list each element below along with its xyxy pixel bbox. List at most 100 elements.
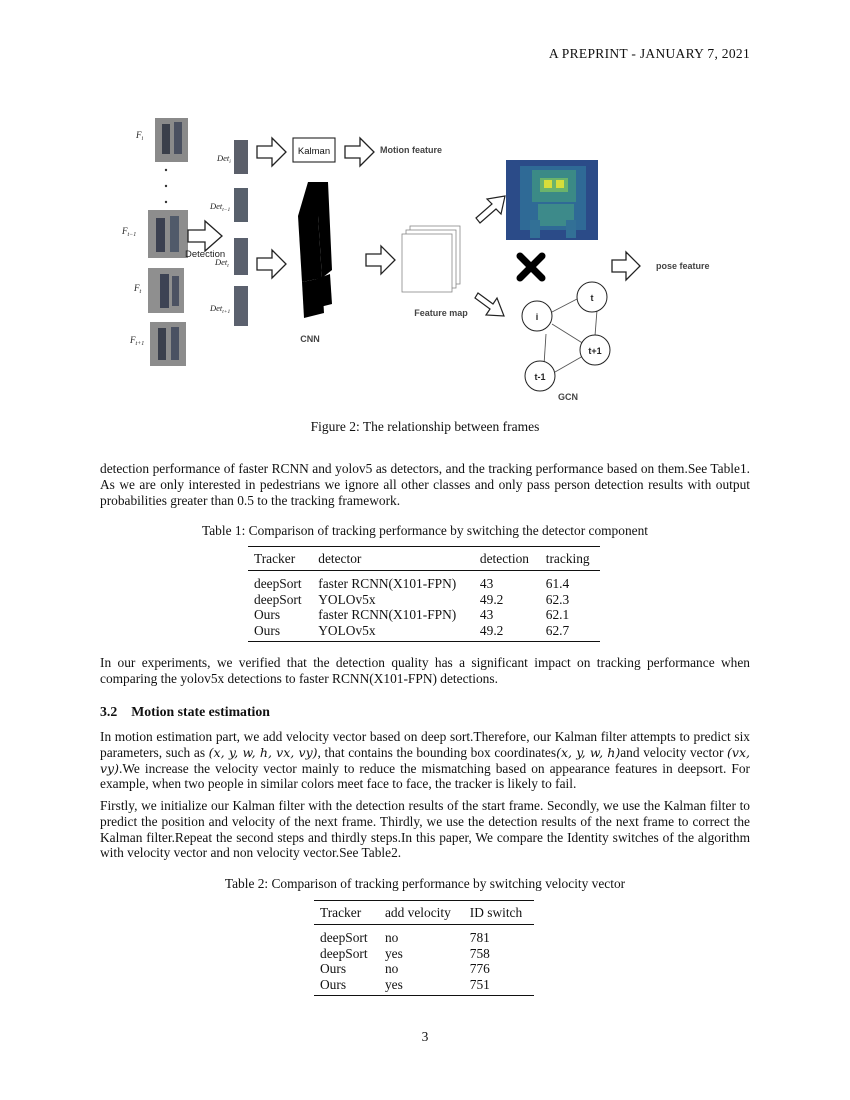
table-row: deepSort no 781 bbox=[314, 925, 534, 946]
text-run: .We increase the velocity vector mainly … bbox=[100, 760, 750, 792]
table-cell: faster RCNN(X101-FPN) bbox=[318, 607, 457, 622]
table-cell: no bbox=[384, 930, 399, 945]
paragraph-kalman-steps: Firstly, we initialize our Kalman filter… bbox=[100, 798, 750, 861]
text-run: and velocity vector bbox=[620, 744, 728, 760]
text-run: In motion estimation part, we add veloci… bbox=[100, 729, 750, 760]
kalman-label: Kalman bbox=[298, 146, 330, 157]
math-inline: (vx, vy) bbox=[100, 744, 751, 776]
feature-map-label: Feature map bbox=[414, 308, 468, 318]
detection-label: Detection bbox=[185, 249, 225, 260]
gcn-node-label: t-1 bbox=[535, 372, 546, 382]
table-cell: deepSort bbox=[254, 576, 302, 591]
detection-image bbox=[234, 140, 248, 174]
pose-feature-arrow bbox=[611, 250, 641, 282]
table-cell: deepSort bbox=[254, 591, 302, 607]
svg-text:Dett: Dett bbox=[214, 257, 229, 269]
table-cell: YOLOv5x bbox=[318, 591, 376, 607]
table-cell: 61.4 bbox=[545, 576, 570, 591]
kalman-input-arrow bbox=[256, 136, 287, 168]
table-cell: Ours bbox=[248, 622, 313, 642]
detection-image bbox=[234, 286, 248, 326]
detection-image bbox=[234, 188, 248, 222]
paragraph-detection-performance: detection performance of faster RCNN and… bbox=[100, 461, 750, 508]
table1-caption: Table 1: Comparison of tracking performa… bbox=[201, 523, 649, 538]
detection-crops bbox=[234, 140, 248, 326]
paragraph-motion-estimation: In motion estimation part, we add veloci… bbox=[100, 729, 750, 792]
paragraph-experiments: In our experiments, we verified that the… bbox=[100, 655, 750, 686]
table-cell: 43 bbox=[479, 576, 494, 591]
frame-subscript: i bbox=[142, 136, 144, 142]
frame-subscript: t+1 bbox=[136, 341, 145, 347]
table-row: Ours yes 751 bbox=[314, 976, 534, 996]
det-label: Det bbox=[209, 303, 223, 313]
gcn-graph bbox=[521, 281, 611, 392]
math-inline: (x, y, w, h) bbox=[556, 744, 621, 760]
table-header-cell: detector bbox=[312, 546, 474, 571]
gcn-arrow bbox=[474, 292, 505, 317]
table2: Tracker add velocity ID switch deepSort … bbox=[314, 900, 534, 996]
det-subscript: t bbox=[227, 263, 229, 269]
gcn-label: GCN bbox=[558, 392, 578, 402]
heatmap-arrow bbox=[475, 195, 506, 224]
feature-map-input-arrow bbox=[365, 244, 396, 276]
det-subscript: t+1 bbox=[222, 309, 230, 315]
figure-caption: Figure 2: The relationship between frame… bbox=[310, 419, 540, 434]
table-header-cell: add velocity bbox=[378, 900, 464, 925]
table-cell: 62.1 bbox=[545, 607, 570, 622]
table-cell: deepSort bbox=[320, 945, 368, 961]
cnn-block bbox=[298, 182, 332, 318]
detection-image bbox=[234, 238, 248, 275]
table-cell: YOLOv5x bbox=[312, 622, 474, 642]
svg-text:Ft: Ft bbox=[133, 283, 142, 295]
table1: Tracker detector detection tracking deep… bbox=[248, 546, 600, 642]
motion-arrow bbox=[344, 136, 375, 168]
svg-text:Ft+1: Ft+1 bbox=[129, 335, 144, 347]
motion-feature-label: Motion feature bbox=[380, 145, 442, 155]
kalman-box bbox=[292, 137, 336, 163]
table-row: deepSort yes 758 bbox=[314, 946, 534, 962]
table-cell: 758 bbox=[469, 945, 490, 961]
figure-frame-relationship: Fi Ft−1 Ft Ft+1 Detection Det i Det t−1 De… bbox=[100, 108, 750, 408]
svg-text:Fi: Fi bbox=[135, 130, 144, 142]
table-header-row: Tracker detector detection tracking bbox=[248, 546, 600, 571]
pose-heatmap bbox=[506, 160, 598, 240]
frame-image bbox=[150, 322, 186, 366]
math-inline: (x, y, w, h, vx, vy) bbox=[208, 744, 318, 760]
gcn-node-label: t+1 bbox=[588, 346, 601, 356]
figure-diagram: Fi Ft−1 Ft Ft+1 Detection Det i Det t−1 De… bbox=[121, 118, 710, 402]
det-label: Det bbox=[209, 201, 223, 211]
table-header-cell: Tracker bbox=[248, 546, 313, 571]
table2-caption: Table 2: Comparison of tracking performa… bbox=[224, 876, 626, 891]
gcn-node-label: t bbox=[591, 293, 594, 303]
running-header: A PREPRINT - JANUARY 7, 2021 bbox=[548, 46, 750, 61]
table-row: Ours no 776 bbox=[314, 961, 534, 977]
table-header-cell: detection bbox=[473, 546, 540, 571]
frame-label: F bbox=[121, 226, 128, 236]
frame-label: F bbox=[135, 130, 142, 140]
table-cell: no bbox=[384, 961, 399, 976]
frame-subscript: t−1 bbox=[128, 232, 137, 238]
table-cell: 781 bbox=[469, 930, 490, 945]
table-header-cell: ID switch bbox=[463, 900, 534, 925]
table-row: deepSort YOLOv5x 49.2 62.3 bbox=[248, 592, 600, 608]
frame-thumbnails bbox=[148, 118, 188, 366]
svg-text:Ft−1: Ft−1 bbox=[121, 226, 136, 238]
page-number: 3 bbox=[421, 1029, 429, 1044]
table-cell: yes bbox=[378, 976, 464, 996]
table-cell: 62.7 bbox=[539, 622, 600, 642]
frame-subscript: t bbox=[140, 289, 142, 295]
multiply-icon bbox=[516, 252, 546, 282]
feature-map-stack bbox=[401, 225, 461, 293]
svg-text:Dett+1: Dett+1 bbox=[209, 303, 231, 315]
frame-image bbox=[155, 118, 188, 162]
table-cell: 776 bbox=[469, 961, 490, 976]
section-number: 3.2 bbox=[100, 704, 118, 719]
table-cell: 49.2 bbox=[479, 591, 504, 607]
table-cell: Ours bbox=[254, 607, 281, 622]
table-header-row: Tracker add velocity ID switch bbox=[314, 900, 534, 925]
table-row: Ours faster RCNN(X101-FPN) 43 62.1 bbox=[248, 607, 600, 623]
frame-label: F bbox=[129, 335, 136, 345]
frame-label: F bbox=[133, 283, 140, 293]
table-cell: deepSort bbox=[320, 930, 368, 945]
